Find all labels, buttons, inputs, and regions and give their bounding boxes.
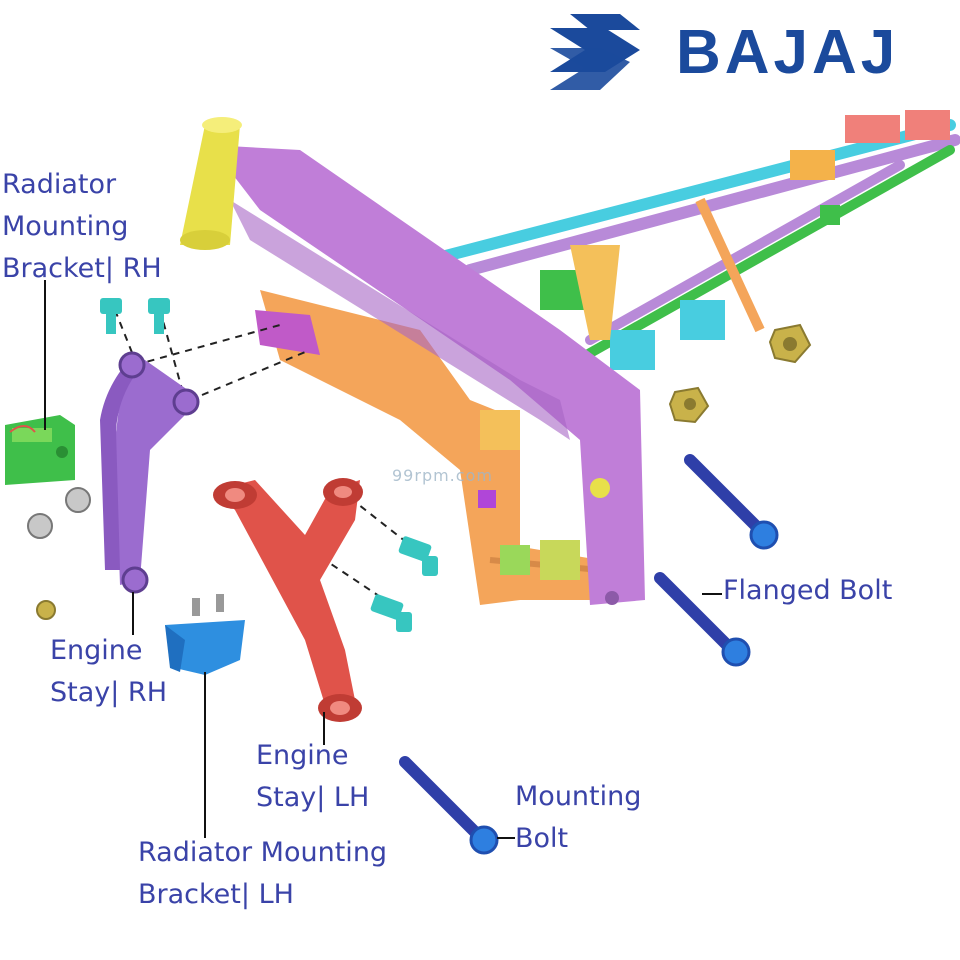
bajaj-logo-icon	[550, 14, 640, 90]
frame-mount-bracket	[255, 310, 320, 355]
label-line: Radiator	[2, 169, 117, 200]
watermark: 99rpm.com	[392, 466, 493, 485]
label-engine-stay-rh: Engine Stay| RH	[50, 630, 167, 714]
main-frame	[210, 145, 645, 605]
label-flanged-bolt: Flanged Bolt	[723, 570, 892, 612]
long-bolts	[399, 454, 779, 855]
label-engine-stay-lh: Engine Stay| LH	[256, 735, 369, 819]
label-line: Flanged Bolt	[723, 575, 893, 606]
label-line: Mounting	[515, 781, 642, 812]
label-line: Mounting	[2, 211, 129, 242]
label-line: Stay| RH	[50, 677, 167, 708]
label-mounting-bolt: Mounting Bolt	[515, 776, 641, 860]
leader-lines	[44, 280, 722, 839]
flanged-nuts	[668, 323, 812, 424]
label-line: Radiator Mounting	[138, 837, 388, 868]
small-nut	[36, 600, 56, 620]
label-line: Bolt	[515, 823, 569, 854]
radiator-bracket-rh-part	[5, 415, 75, 485]
label-line: Engine	[50, 635, 143, 666]
engine-cradle	[260, 290, 601, 605]
label-radiator-bracket-rh: Radiator Mounting Bracket| RH	[2, 164, 162, 290]
engine-stay-rh-part	[100, 351, 200, 594]
label-line: Stay| LH	[256, 782, 370, 813]
label-radiator-bracket-lh: Radiator Mounting Bracket| LH	[138, 832, 387, 916]
rear-subframe-tubes	[424, 110, 960, 375]
label-line: Engine	[256, 740, 349, 771]
engine-stay-lh-part	[213, 478, 363, 722]
label-line: Bracket| LH	[138, 879, 294, 910]
grey-bolts	[27, 487, 224, 616]
label-line: Bracket| RH	[2, 253, 162, 284]
small-bolts	[100, 298, 438, 632]
radiator-bracket-lh-part	[165, 620, 245, 675]
bajaj-wordmark: BAJAJ	[676, 18, 900, 87]
head-tube	[180, 117, 242, 250]
